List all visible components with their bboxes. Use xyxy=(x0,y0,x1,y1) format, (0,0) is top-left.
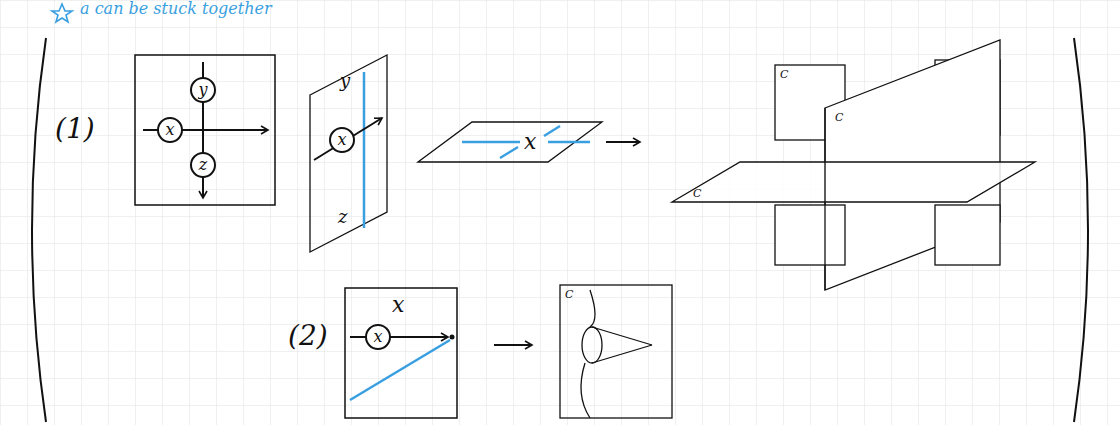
handwritten-label: (2) xyxy=(288,322,328,350)
variable-letter: z xyxy=(199,157,207,173)
variable-letter: x xyxy=(337,132,346,148)
handwritten-label: x xyxy=(392,294,404,316)
handwritten-label: C xyxy=(693,188,701,199)
handwritten-note: a can be stuck together xyxy=(80,1,272,17)
circled-variable: z xyxy=(190,152,216,178)
handwritten-label: C xyxy=(565,289,573,300)
handwritten-label: C xyxy=(780,69,788,80)
handwritten-label: C xyxy=(835,112,843,123)
circled-variable: x xyxy=(157,117,183,143)
circled-variable: x xyxy=(365,324,391,350)
circled-variable: y xyxy=(190,77,216,103)
handwritten-label: z xyxy=(338,208,347,226)
variable-letter: y xyxy=(198,82,207,98)
variable-letter: x xyxy=(373,329,382,345)
variable-letter: x xyxy=(165,122,174,138)
handwritten-label: x xyxy=(524,131,536,153)
circled-variable: x xyxy=(329,127,355,153)
handwritten-label: (1) xyxy=(55,115,95,143)
handwritten-label: y xyxy=(340,72,350,90)
